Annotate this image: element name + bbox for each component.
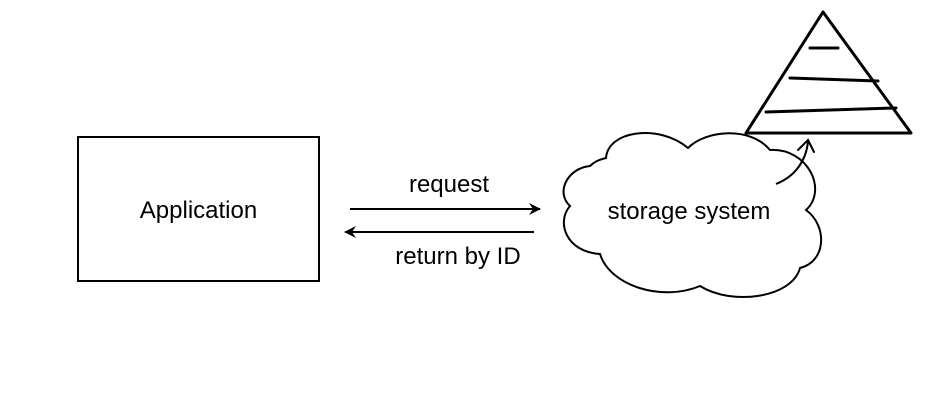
request-label: request (409, 171, 489, 198)
pyramid-icon (744, 10, 913, 135)
application-node[interactable]: Application (77, 136, 320, 282)
return-edge[interactable]: return by ID (344, 226, 534, 270)
cloud-shape (562, 132, 822, 298)
return-label: return by ID (395, 243, 520, 270)
application-label: Application (140, 197, 257, 224)
request-edge[interactable]: request (350, 171, 541, 215)
application-box (77, 136, 320, 282)
storage-node[interactable]: storage system (562, 132, 822, 298)
pointer-arrowhead (797, 138, 815, 153)
storage-label: storage system (608, 198, 771, 225)
pointer-arrow (775, 141, 809, 185)
